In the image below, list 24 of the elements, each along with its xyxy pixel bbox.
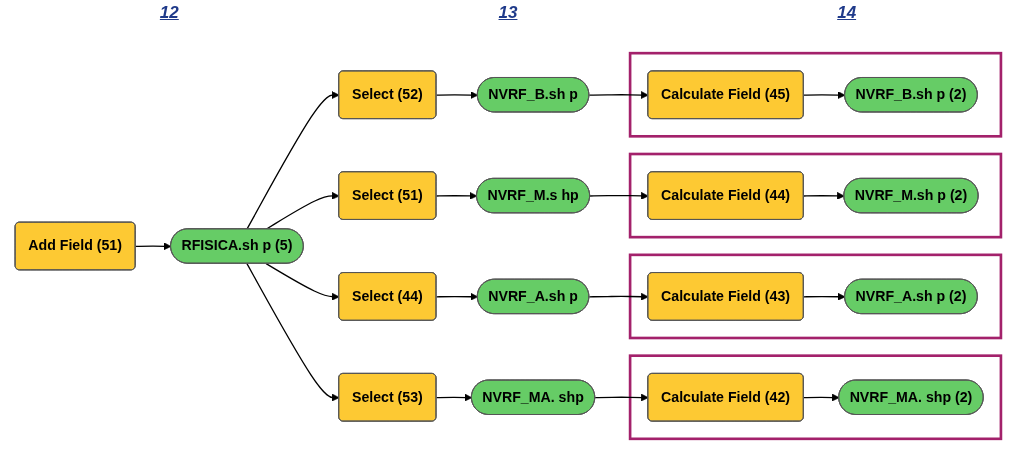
- arrow: [435, 393, 473, 402]
- arrow: [134, 242, 172, 251]
- cluster: [628, 152, 1003, 239]
- arrow: [246, 263, 340, 402]
- arrow: [589, 191, 649, 200]
- cluster: [628, 253, 1003, 340]
- step-number: 12: [159, 3, 179, 23]
- step-number: 14: [837, 3, 857, 23]
- arrow: [435, 292, 479, 301]
- arrow: [435, 192, 478, 200]
- arrow: [803, 192, 845, 200]
- arrow: [588, 292, 649, 301]
- arrow: [265, 263, 340, 301]
- arrow: [435, 91, 479, 99]
- arrow: [803, 393, 840, 402]
- arrow: [594, 393, 649, 402]
- step-number: 13: [498, 3, 518, 23]
- arrow: [246, 91, 340, 230]
- arrow: [803, 91, 846, 99]
- cluster: [628, 354, 1003, 441]
- arrow: [803, 292, 846, 301]
- arrow: [588, 91, 649, 99]
- arrow: [265, 191, 340, 230]
- cluster: [628, 51, 1003, 138]
